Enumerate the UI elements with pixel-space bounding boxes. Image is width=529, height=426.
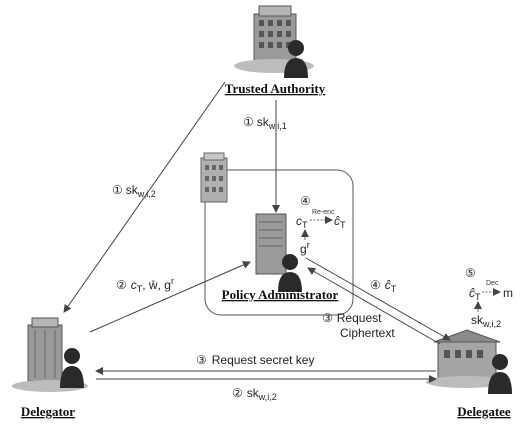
delegatee-person-icon bbox=[488, 354, 512, 394]
pa-process-key: gr bbox=[300, 240, 310, 256]
trusted-authority-label: Trusted Authority bbox=[225, 81, 326, 96]
policy-administrator-server-icon bbox=[255, 213, 287, 275]
pa-reencryption-process: ④ cT Re-enc ĉT gr bbox=[296, 194, 346, 256]
delegatee-label: Delegatee bbox=[457, 404, 511, 419]
delegatee-process-step: ⑤ bbox=[465, 266, 476, 280]
policy-administrator-label: Policy Administrator bbox=[222, 287, 339, 302]
arrow-delegator-to-pa bbox=[89, 261, 251, 333]
pa-process-step: ④ bbox=[300, 194, 311, 208]
arrow-delegatee-to-pa bbox=[307, 267, 441, 345]
policy-administrator-small-building-icon bbox=[200, 152, 228, 203]
delegatee-process-op: Dec bbox=[486, 280, 499, 287]
delegator-person-icon bbox=[60, 348, 84, 388]
edge-label-delegatee-to-pa-line2: Ciphertext bbox=[340, 326, 395, 340]
delegatee-process-key: skw,i,2 bbox=[471, 313, 501, 329]
delegatee-process-from: ĉT bbox=[469, 286, 481, 302]
arrow-pa-to-delegatee bbox=[305, 257, 451, 341]
delegatee-process-to: m bbox=[503, 286, 513, 300]
delegatee-decryption-process: ⑤ ĉT Dec m skw,i,2 bbox=[465, 266, 513, 329]
policy-administrator-person-icon bbox=[278, 254, 302, 292]
policy-administrator-box bbox=[204, 169, 354, 316]
pa-process-from: cT bbox=[296, 214, 308, 230]
delegatee-building-icon bbox=[426, 329, 506, 388]
trusted-authority-person-icon bbox=[284, 40, 308, 78]
arrow-ta-to-delegator bbox=[63, 81, 226, 313]
pa-process-to: ĉT bbox=[334, 214, 346, 230]
delegator-label: Delegator bbox=[21, 404, 75, 419]
pa-process-op: Re-enc bbox=[312, 209, 335, 216]
